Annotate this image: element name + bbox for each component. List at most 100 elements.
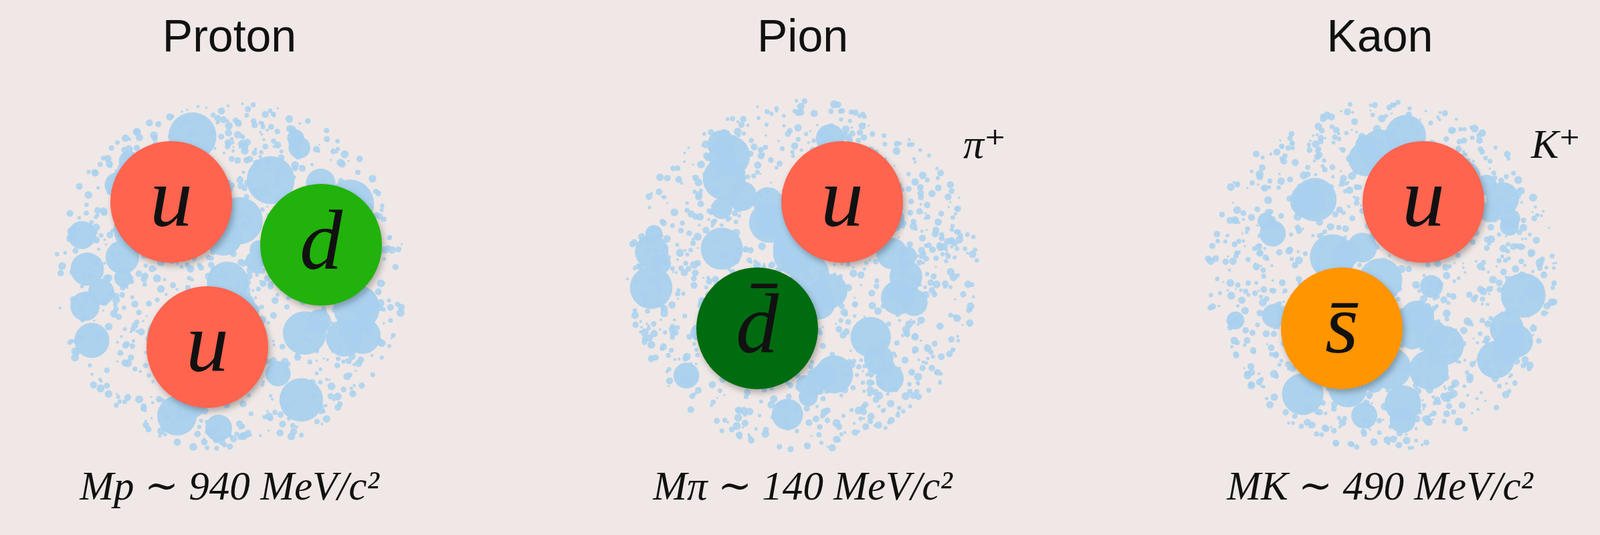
- sea-bubble: [785, 393, 792, 400]
- sea-bubble: [753, 161, 762, 169]
- sea-bubble: [717, 388, 723, 394]
- sea-bubble: [810, 435, 813, 438]
- sea-bubble: [261, 111, 269, 118]
- sea-bubble: [688, 248, 693, 253]
- sea-bubble: [117, 399, 122, 405]
- sea-bubble: [931, 291, 938, 297]
- sea-bubble: [776, 160, 783, 167]
- sea-bubble: [913, 227, 918, 232]
- sea-bubble: [916, 208, 923, 215]
- sea-bubble: [856, 363, 862, 370]
- sea-bubble: [882, 141, 887, 147]
- sea-bubble: [836, 423, 843, 431]
- sea-bubble: [840, 262, 844, 266]
- sea-bubble: [915, 380, 920, 385]
- sea-bubble: [349, 386, 353, 390]
- sea-bubble: [883, 426, 888, 431]
- sea-bubble: [858, 416, 863, 422]
- sea-bubble: [913, 160, 918, 164]
- sea-bubble: [103, 382, 110, 389]
- sea-bubble: [874, 278, 879, 283]
- sea-bubble: [682, 160, 686, 164]
- sea-bubble: [719, 428, 725, 434]
- sea-bubble: [271, 296, 279, 305]
- sea-bubble: [882, 408, 887, 413]
- sea-bubble: [668, 347, 674, 353]
- sea-bubble: [310, 162, 314, 166]
- sea-bubble: [325, 377, 329, 382]
- sea-bubble: [74, 323, 110, 358]
- sea-bubble: [278, 420, 286, 428]
- sea-bubble: [230, 435, 237, 443]
- sea-bubble: [928, 364, 936, 372]
- sea-bubble: [644, 308, 651, 314]
- sea-bubble: [349, 390, 356, 398]
- sea-bubble: [226, 104, 230, 108]
- sea-bubble: [234, 131, 242, 139]
- sea-bubble: [874, 421, 883, 429]
- sea-bubble: [769, 181, 772, 184]
- sea-bubble: [119, 292, 126, 298]
- sea-bubble: [828, 444, 837, 452]
- sea-bubble: [668, 301, 676, 309]
- quark-symbol: d: [299, 197, 343, 283]
- sea-bubble: [852, 301, 859, 308]
- sea-bubble: [315, 359, 319, 362]
- sea-bubble: [921, 212, 924, 215]
- sea-bubble: [390, 333, 396, 338]
- sea-bubble: [58, 306, 61, 310]
- sea-bubble: [176, 262, 180, 265]
- sea-bubble: [867, 124, 870, 127]
- sea-bubble: [394, 301, 400, 307]
- sea-bubble: [225, 119, 229, 123]
- sea-bubble: [105, 389, 113, 398]
- sea-bubble: [105, 323, 113, 331]
- sea-bubble: [790, 149, 795, 154]
- sea-bubble: [232, 145, 235, 148]
- sea-bubble: [908, 198, 915, 205]
- sea-bubble: [270, 312, 277, 320]
- sea-bubble: [897, 236, 900, 239]
- sea-bubble: [940, 252, 946, 257]
- sea-bubble: [185, 264, 188, 268]
- sea-bubble: [919, 171, 927, 180]
- sea-bubble: [965, 252, 969, 255]
- sea-bubble: [687, 210, 695, 219]
- sea-bubble: [234, 119, 242, 127]
- sea-bubble: [224, 144, 231, 150]
- sea-bubble: [107, 163, 113, 168]
- sea-bubble: [264, 412, 273, 421]
- sea-bubble: [236, 176, 244, 184]
- sea-bubble: [816, 424, 823, 430]
- sea-bubble: [164, 292, 168, 296]
- mass-value: Mp ∼ 940 MeV/c²: [8, 461, 451, 510]
- particle-name: Proton: [8, 9, 451, 62]
- sea-bubble: [732, 422, 741, 431]
- sea-bubble: [323, 127, 330, 134]
- sea-bubble: [266, 205, 269, 208]
- sea-bubble: [687, 146, 691, 150]
- sea-bubble: [150, 417, 154, 421]
- sea-bubble: [937, 353, 945, 360]
- sea-bubble: [400, 243, 403, 246]
- sea-bubble: [925, 272, 930, 277]
- sea-bubble: [739, 115, 747, 123]
- sea-bubble: [76, 183, 83, 190]
- sea-bubble: [835, 325, 843, 333]
- sea-bubble: [886, 392, 890, 396]
- sea-bubble: [906, 171, 911, 176]
- sea-bubble: [238, 175, 242, 179]
- sea-bubble: [761, 152, 766, 156]
- sea-bubble: [386, 235, 392, 241]
- sea-bubble: [840, 308, 849, 316]
- sea-bubble: [218, 133, 225, 140]
- sea-bubble: [244, 113, 249, 118]
- sea-bubble: [912, 157, 916, 161]
- sea-bubble: [716, 396, 719, 399]
- sea-bubble: [119, 335, 124, 339]
- sea-bubble: [895, 413, 901, 419]
- sea-bubble: [812, 415, 820, 423]
- sea-bubble: [151, 135, 158, 142]
- sea-bubble: [170, 114, 174, 118]
- sea-bubble: [896, 406, 902, 411]
